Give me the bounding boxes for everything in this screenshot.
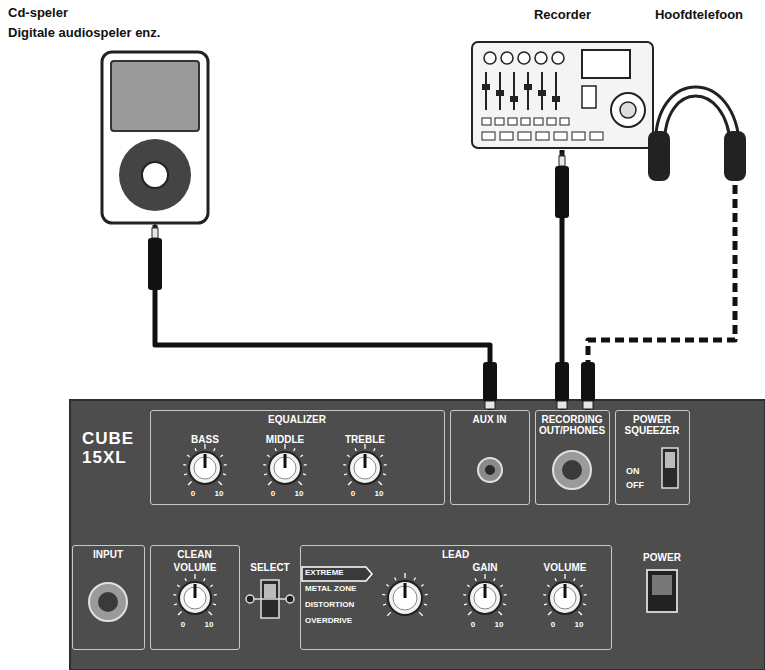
- knob: [173, 574, 216, 615]
- control-label: MIDDLE: [266, 434, 304, 445]
- node-heading: Hoofdtelefoon: [640, 8, 758, 22]
- scale-label: 10: [295, 490, 304, 499]
- control-label: VOLUME: [544, 562, 587, 573]
- headphone-cable: [588, 185, 735, 410]
- squeezer-switch: [662, 448, 678, 488]
- scale-label: OVERDRIVE: [305, 617, 352, 626]
- rec-out-jack-hole: [562, 460, 582, 480]
- panel-section: CUBE 15XL EQUALIZER AUX IN RECORDING OUT/PH…: [70, 400, 765, 670]
- input-jack-hole: [98, 592, 118, 612]
- node-heading: Cd-speler: [6, 6, 266, 20]
- knob: [183, 444, 226, 485]
- node-heading: EQUALIZER: [151, 414, 443, 425]
- squeezer-switch-lever: [665, 452, 675, 468]
- control-label: POWER: [643, 552, 681, 563]
- scale-label: 0: [471, 621, 475, 630]
- input-jack: [89, 583, 127, 621]
- panel-section: POWER SQUEEZER ON OFF: [615, 410, 690, 505]
- scale-label: 10: [205, 621, 214, 630]
- panel-section: CLEAN: [150, 545, 240, 650]
- control-label: SELECT: [250, 562, 289, 573]
- panel-section: AUX IN: [450, 410, 530, 505]
- scale-label: METAL ZONE: [305, 585, 356, 594]
- node-heading: CUBE 15XL: [80, 430, 142, 467]
- plug: [581, 362, 595, 409]
- knob: [263, 444, 306, 485]
- scale-label: 0: [181, 621, 185, 630]
- power-switch-rocker: [652, 575, 672, 595]
- phones-device: Hoofdtelefoon: [640, 65, 750, 185]
- control-label: GAIN: [473, 562, 498, 573]
- node-heading: INPUT: [73, 549, 143, 560]
- scale-label: 0: [271, 490, 275, 499]
- aux-jack: [478, 458, 502, 482]
- scale-label: 0: [191, 490, 195, 499]
- node-text: ON: [624, 467, 660, 477]
- scale-label: 10: [575, 621, 584, 630]
- scale-label: 10: [215, 490, 224, 499]
- amp-panel: [70, 400, 765, 670]
- control-label: BASS: [191, 434, 219, 445]
- node-heading: LEAD: [301, 549, 610, 560]
- plug: [148, 222, 162, 290]
- select-switch-lever: [264, 584, 276, 598]
- panel-section: INPUT: [72, 545, 145, 650]
- scale-label: 0: [351, 490, 355, 499]
- node-heading: POWER SQUEEZER: [616, 414, 688, 436]
- power-switch: [647, 570, 677, 612]
- player-device: Cd-spelerDigitale audiospeler enz.: [100, 50, 210, 225]
- scale-label: EXTREME: [305, 569, 344, 578]
- led: [286, 595, 294, 603]
- recorder-device: Recorder: [470, 40, 655, 150]
- scale-label: 10: [375, 490, 384, 499]
- node-text: Digitale audiospeler enz.: [6, 26, 266, 40]
- recorder-outline: [470, 40, 655, 150]
- panel-section: RECORDING OUT/PHONES: [535, 410, 610, 505]
- led: [246, 595, 254, 603]
- aux-jack-hole: [485, 465, 495, 475]
- rec-out-jack: [553, 451, 591, 489]
- knob: [463, 574, 506, 615]
- player-outline: [100, 50, 210, 225]
- knob: [543, 574, 586, 615]
- knob: [343, 444, 386, 485]
- node-heading: Recorder: [490, 8, 635, 22]
- scale-label: 0: [551, 621, 555, 630]
- scale-label: 10: [495, 621, 504, 630]
- node-heading: AUX IN: [451, 414, 528, 425]
- node-text: OFF: [624, 481, 660, 491]
- knob: [382, 573, 427, 616]
- panel-section: LEAD: [300, 545, 612, 650]
- mode-highlight: [302, 567, 372, 581]
- plug: [483, 362, 497, 409]
- plug: [555, 150, 569, 218]
- scale-label: DISTORTION: [305, 601, 354, 610]
- phones-outline: [640, 65, 750, 185]
- control-label: VOLUME: [174, 562, 217, 573]
- node-heading: RECORDING OUT/PHONES: [536, 414, 608, 436]
- select-led-line: [253, 598, 287, 600]
- control-label: TREBLE: [345, 434, 385, 445]
- plug: [555, 362, 569, 409]
- knobs: [173, 444, 586, 616]
- audio-cable: [155, 225, 490, 410]
- node-heading: CLEAN: [151, 549, 238, 560]
